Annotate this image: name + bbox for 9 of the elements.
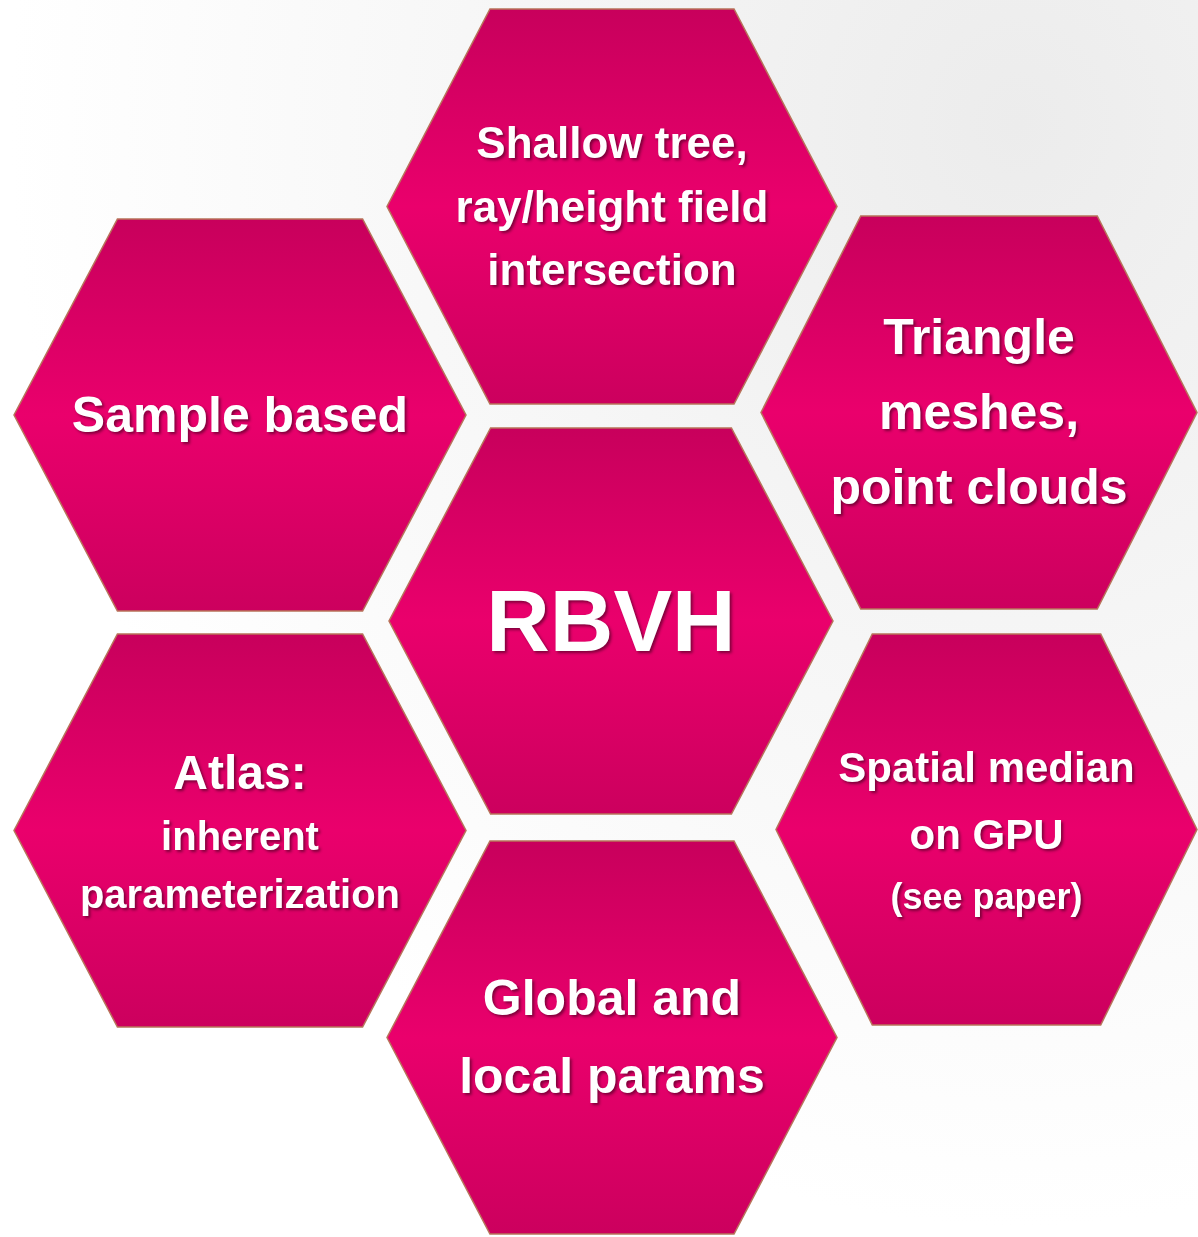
hexagon-label: Triangle meshes, point clouds: [829, 308, 1129, 517]
hexagon-label: inherent parameterization: [78, 813, 402, 919]
hexagon-label: RBVH: [486, 570, 736, 673]
hexagon-label: Spatial median on GPU: [837, 742, 1136, 860]
hexagon-label: Shallow tree, ray/height field intersection: [454, 116, 770, 297]
hexagon-label: Sample based: [71, 386, 409, 445]
hexagon-label: Atlas:: [173, 744, 307, 801]
hexagon-label: (see paper): [890, 874, 1083, 919]
hexagon-label: Global and local params: [458, 969, 766, 1106]
